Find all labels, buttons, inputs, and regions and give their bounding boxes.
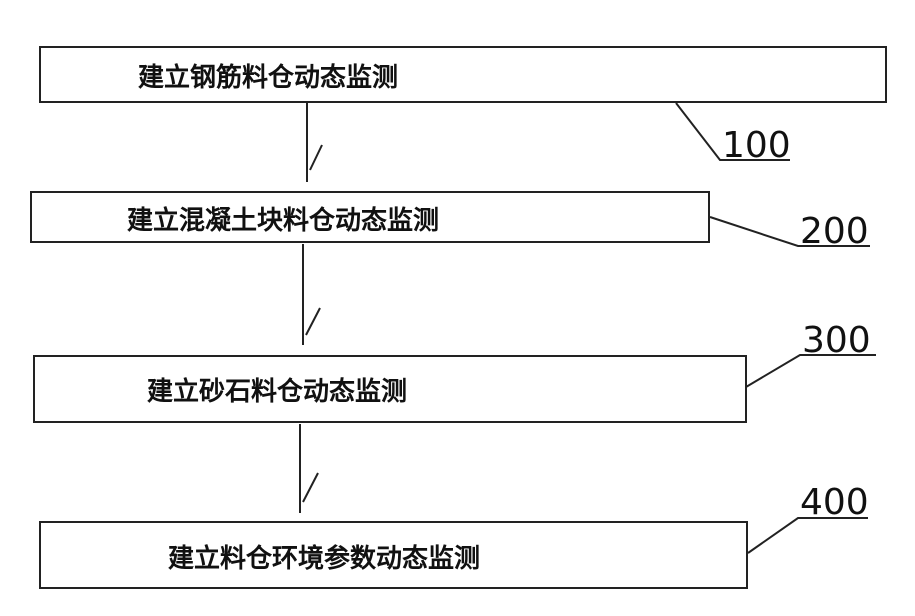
step-200: 建立混凝土块料仓动态监测 200 bbox=[31, 192, 870, 252]
connector-100-200 bbox=[307, 103, 322, 182]
step-label-200: 建立混凝土块料仓动态监测 bbox=[127, 205, 439, 236]
ref-number-100: 100 bbox=[722, 125, 791, 166]
step-100: 建立钢筋料仓动态监测 100 bbox=[40, 47, 886, 166]
step-label-300: 建立砂石料仓动态监测 bbox=[147, 376, 407, 407]
connector-200-300 bbox=[303, 244, 320, 345]
ref-number-200: 200 bbox=[800, 211, 869, 252]
flow-arrow-tick bbox=[310, 145, 322, 170]
ref-leader-400 bbox=[748, 518, 868, 553]
step-label-400: 建立料仓环境参数动态监测 bbox=[168, 543, 480, 574]
ref-number-300: 300 bbox=[802, 320, 871, 361]
ref-number-400: 400 bbox=[800, 482, 869, 523]
step-400: 建立料仓环境参数动态监测 400 bbox=[40, 482, 869, 588]
flow-arrow-tick bbox=[306, 308, 320, 335]
step-300: 建立砂石料仓动态监测 300 bbox=[34, 320, 876, 422]
connector-300-400 bbox=[300, 424, 318, 513]
step-label-100: 建立钢筋料仓动态监测 bbox=[138, 62, 398, 93]
flow-arrow-tick bbox=[303, 473, 318, 502]
